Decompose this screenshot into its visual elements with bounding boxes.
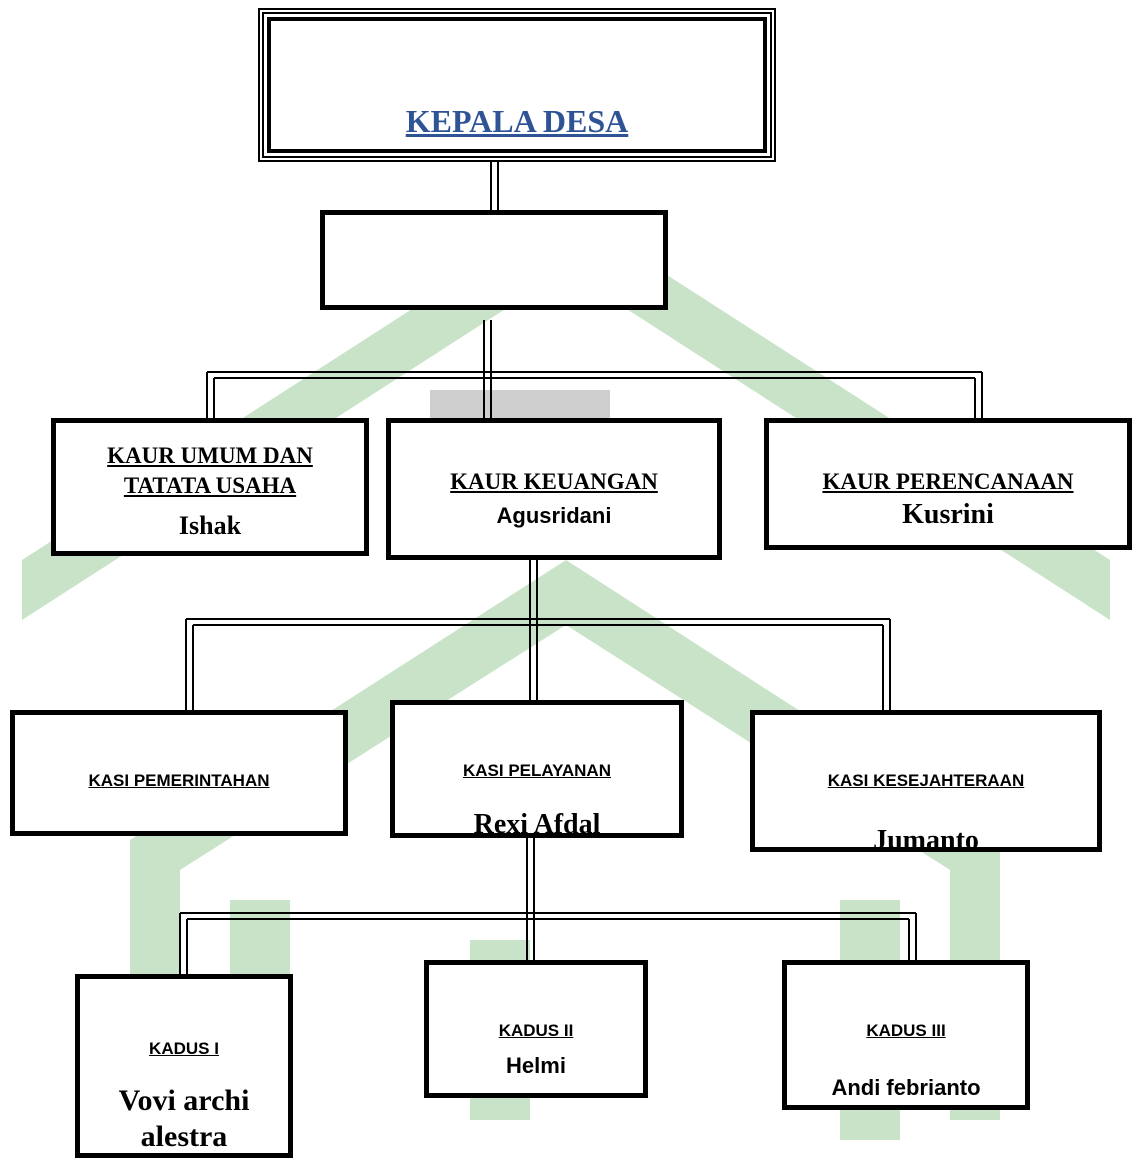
node-kasi-kesejahteraan: KASI KESEJAHTERAAN Jumanto [750, 710, 1102, 852]
node-kepala-desa: KEPALA DESA [258, 8, 776, 162]
kaur-perencanaan-title: KAUR PERENCANAAN [822, 469, 1074, 494]
node-kepala-desa-frame: KEPALA DESA [267, 17, 767, 153]
node-kaur-umum: KAUR UMUM DAN TATATA USAHA Ishak [51, 418, 369, 556]
node-kasi-pelayanan: KASI PELAYANAN Rexi Afdal [390, 700, 684, 838]
node-kaur-keuangan: KAUR KEUANGAN Agusridani [386, 418, 722, 560]
node-sekretaris [320, 210, 668, 310]
kadus-2-name: Helmi [506, 1053, 566, 1078]
kaur-umum-title: KAUR UMUM DAN TATATA USAHA [107, 443, 313, 498]
kadus-3-title: KADUS III [866, 1021, 946, 1040]
kaur-keuangan-name: Agusridani [496, 503, 612, 528]
kasi-kesejahteraan-name: Jumanto [873, 825, 979, 852]
kadus-2-title: KADUS II [498, 1021, 574, 1040]
node-kadus-3: KADUS III Andi febrianto [782, 960, 1030, 1110]
kasi-kesejahteraan-title: KASI KESEJAHTERAAN [827, 771, 1025, 790]
kasi-pelayanan-title: KASI PELAYANAN [462, 761, 611, 780]
node-kasi-pemerintahan: KASI PEMERINTAHAN [10, 710, 348, 836]
kaur-perencanaan-name: Kusrini [902, 499, 994, 530]
kaur-keuangan-title: KAUR KEUANGAN [450, 469, 658, 494]
kepala-desa-title[interactable]: KEPALA DESA [405, 103, 629, 139]
kadus-3-name: Andi febrianto [831, 1075, 981, 1100]
node-kaur-perencanaan: KAUR PERENCANAAN Kusrini [764, 418, 1132, 550]
kasi-pelayanan-name: Rexi Afdal [473, 809, 601, 838]
kadus-1-title: KADUS I [149, 1039, 219, 1058]
node-kadus-1: KADUS I Vovi archi alestra [75, 974, 293, 1158]
kadus-1-name: Vovi archi alestra [118, 1084, 250, 1153]
kasi-pemerintahan-title: KASI PEMERINTAHAN [88, 771, 270, 790]
kaur-umum-name: Ishak [178, 511, 242, 540]
node-kadus-2: KADUS II Helmi [424, 960, 648, 1098]
